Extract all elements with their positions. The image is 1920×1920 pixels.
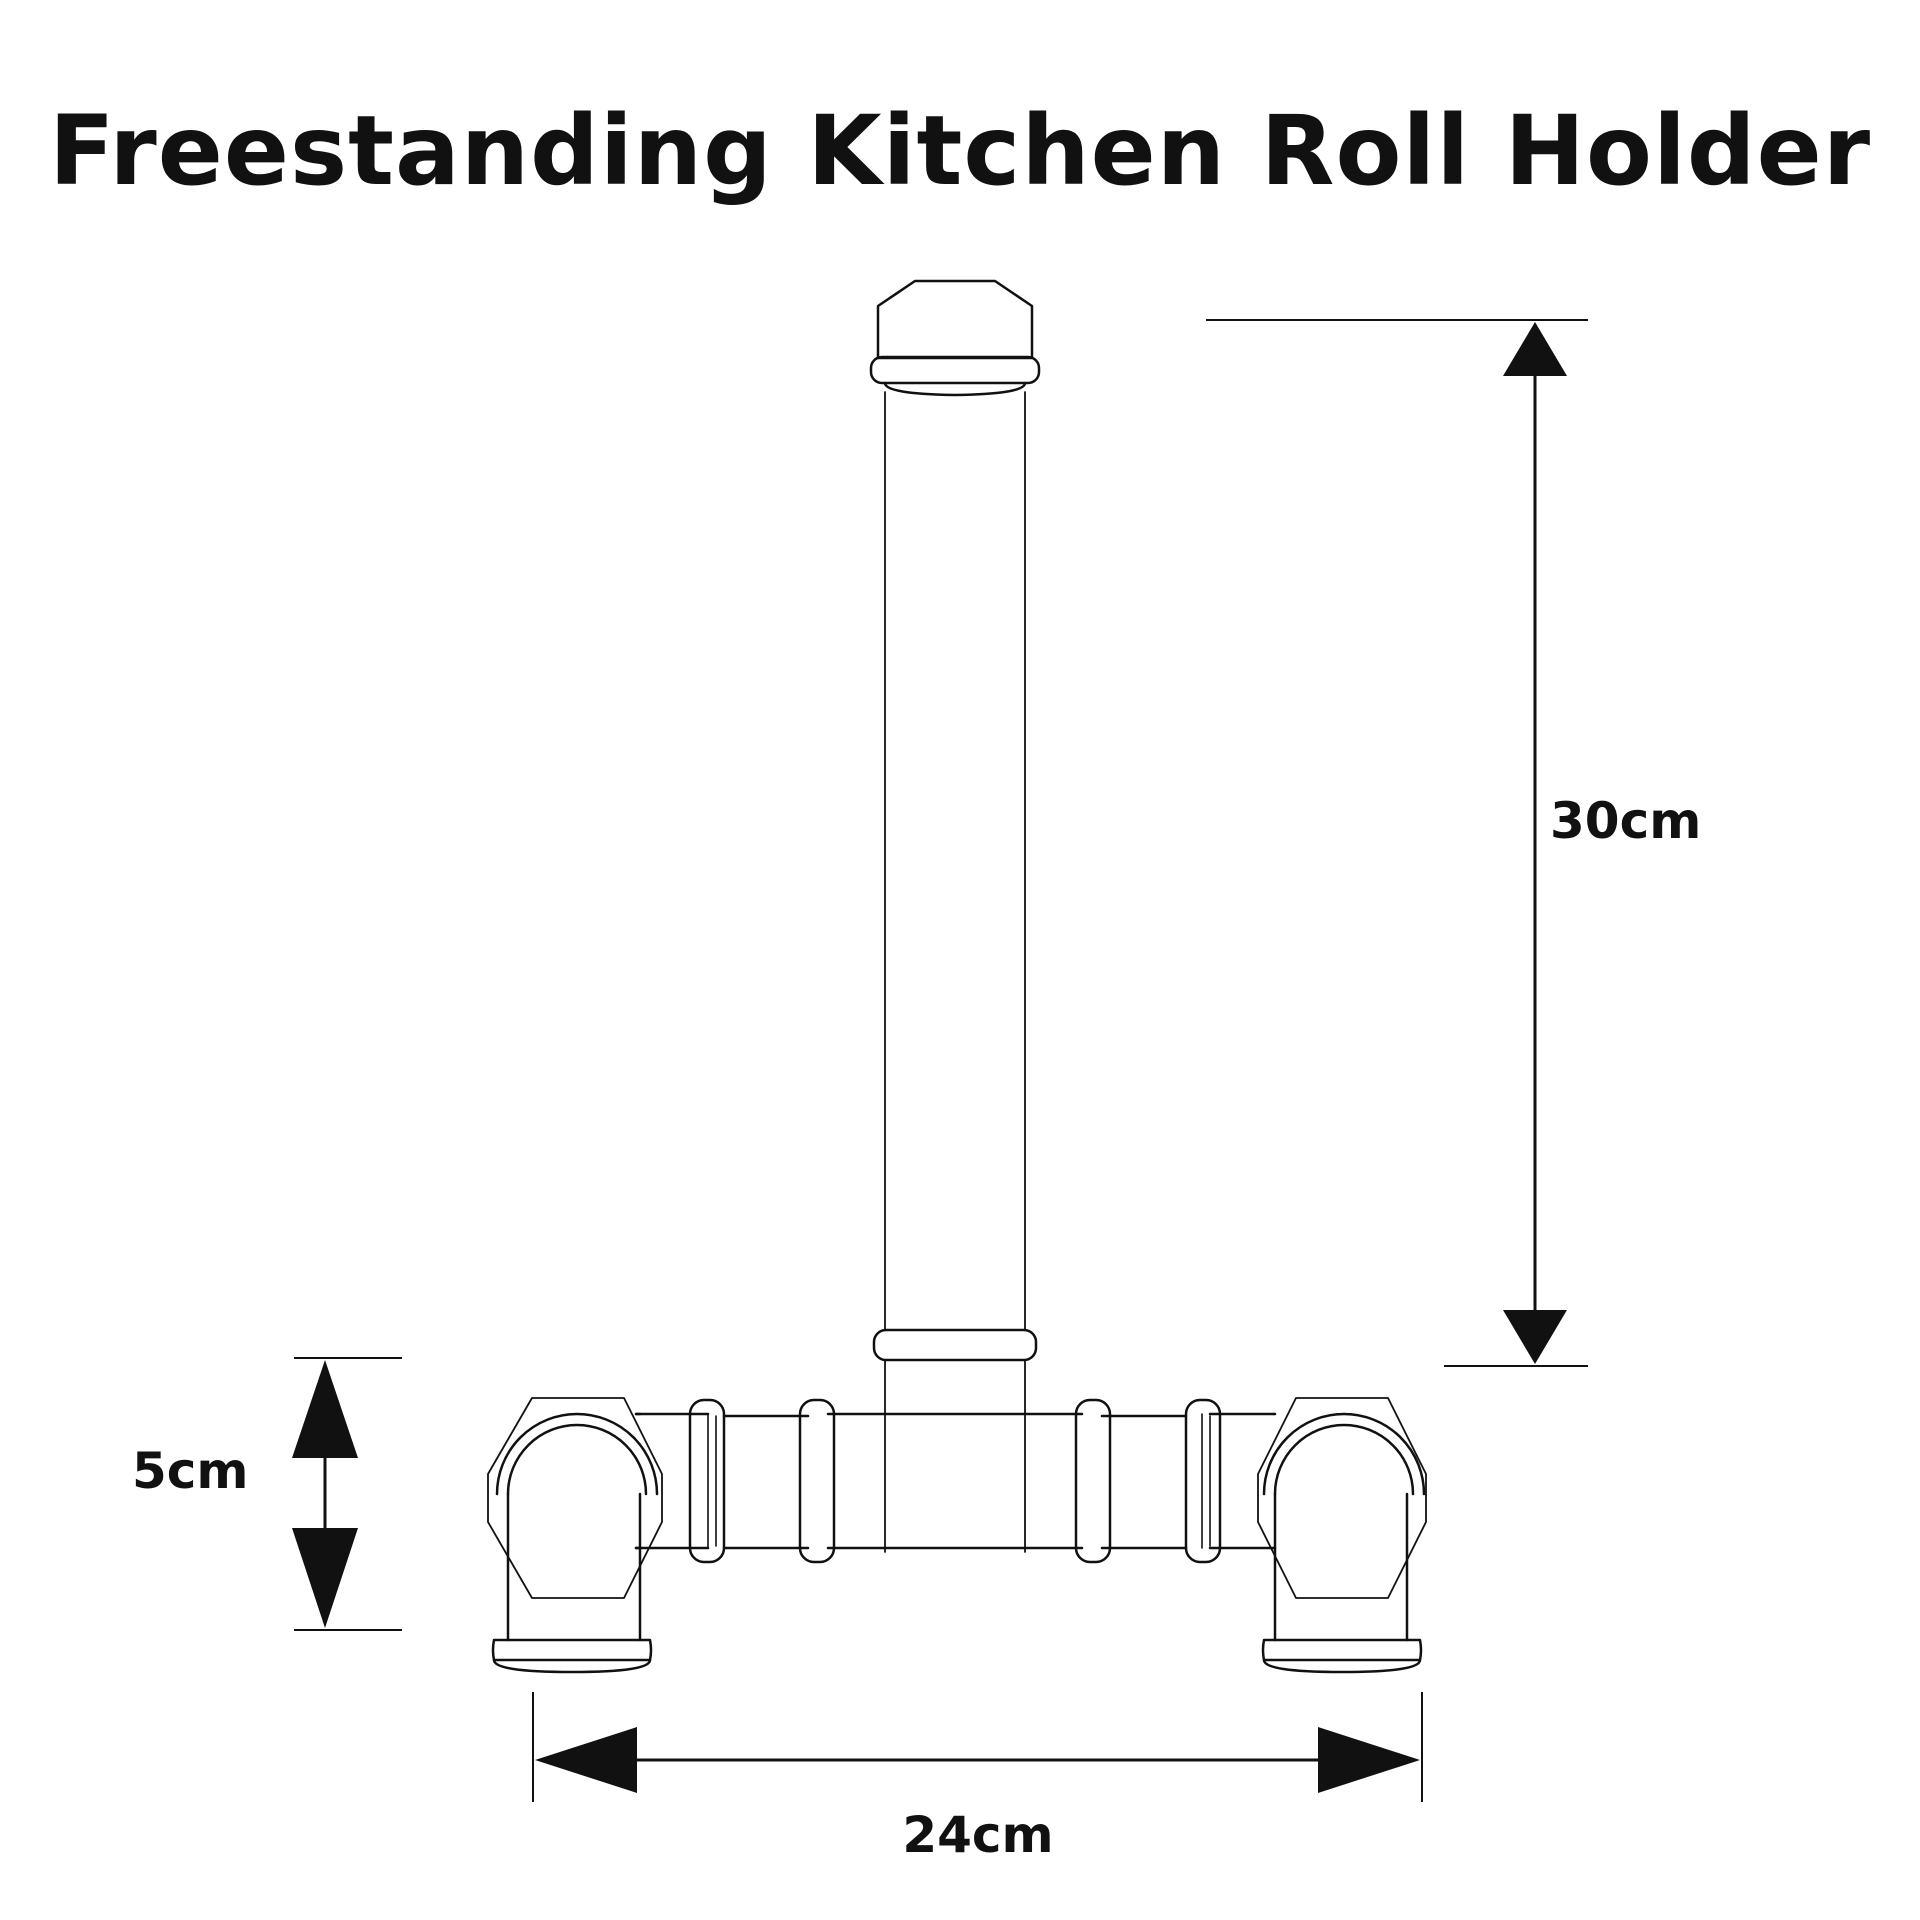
right-inner-pipe bbox=[1100, 1414, 1188, 1550]
left-hex-fitting bbox=[487, 1397, 663, 1599]
left-pipe-segment bbox=[634, 1412, 710, 1550]
right-foot-base bbox=[1262, 1658, 1422, 1674]
right-elbow-foot bbox=[1257, 1397, 1427, 1674]
horizontal-base-bar bbox=[634, 1398, 1276, 1564]
post-tube bbox=[884, 391, 1026, 1331]
left-foot-base bbox=[492, 1658, 652, 1674]
post-lower-collar bbox=[872, 1328, 1038, 1362]
width-arrow-right bbox=[1318, 1727, 1420, 1793]
left-foot-cap bbox=[491, 1638, 653, 1662]
foot-arrow-down bbox=[292, 1528, 358, 1628]
top-cap-rim bbox=[883, 381, 1027, 397]
page-title: Freestanding Kitchen Roll Holder bbox=[48, 95, 1872, 207]
top-end-cap bbox=[876, 279, 1034, 360]
foot-arrow-up bbox=[292, 1360, 358, 1458]
height-arrow-down bbox=[1503, 1310, 1567, 1364]
left-outer-collar bbox=[688, 1398, 726, 1564]
foot-height-label: 5cm bbox=[132, 1442, 249, 1500]
right-foot-cap bbox=[1261, 1638, 1423, 1662]
width-arrow-left bbox=[535, 1727, 637, 1793]
foot-height-dimension bbox=[292, 1357, 402, 1631]
vertical-post bbox=[869, 279, 1041, 1553]
right-outer-collar bbox=[1184, 1398, 1222, 1564]
left-tee-collar bbox=[798, 1398, 836, 1564]
height-label: 30cm bbox=[1550, 792, 1701, 850]
right-hex-fitting bbox=[1257, 1397, 1427, 1599]
height-dimension bbox=[1206, 319, 1588, 1367]
top-cap-collar bbox=[869, 355, 1041, 385]
tee-body bbox=[826, 1412, 1084, 1550]
width-label: 24cm bbox=[902, 1806, 1053, 1864]
right-tee-collar bbox=[1074, 1398, 1112, 1564]
height-arrow-up bbox=[1503, 322, 1567, 376]
left-inner-pipe bbox=[722, 1414, 810, 1550]
left-elbow-foot bbox=[487, 1397, 663, 1674]
tee-neck bbox=[884, 1359, 1026, 1553]
width-dimension bbox=[532, 1692, 1423, 1802]
